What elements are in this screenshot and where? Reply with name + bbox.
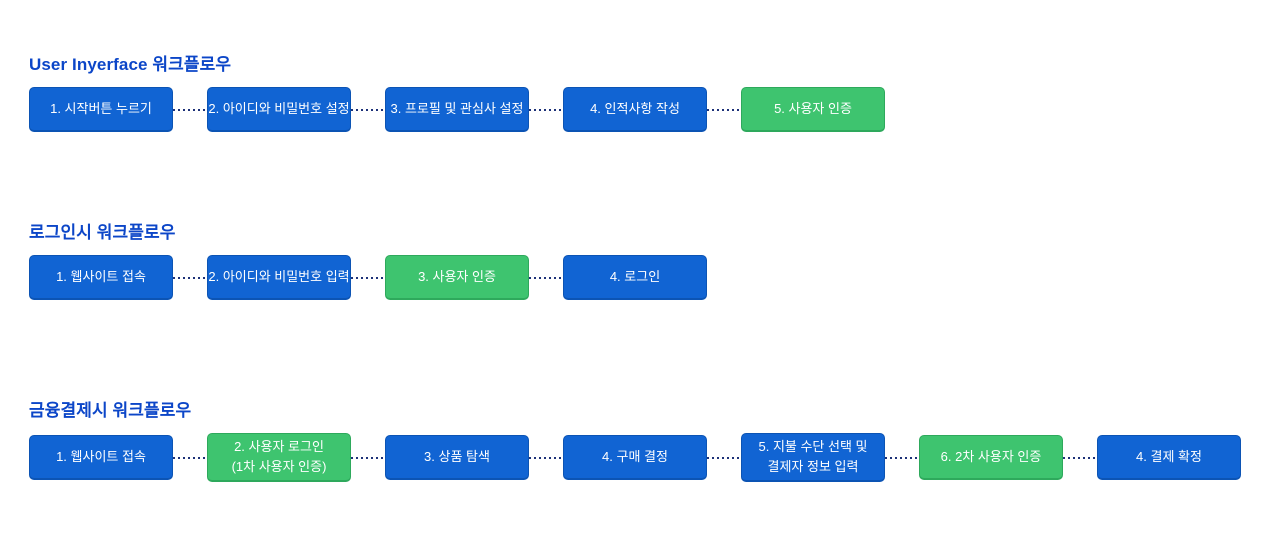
step-label: 6. 2차 사용자 인증 [940,449,1042,464]
dotted-connector-line [351,108,385,111]
workflow-row: 1. 웹사이트 접속 2. 아이디와 비밀번호 입력 3. 사용자 인증 4. 로그인 [29,255,707,300]
step-label: 1. 웹사이트 접속 [56,269,146,284]
step-label: 2. 아이디와 비밀번호 입력 [208,269,350,284]
dotted-connector-line [173,456,207,459]
workflow-step-box: 1. 웹사이트 접속 [29,435,173,480]
step-label: 3. 프로필 및 관심사 설정 [390,101,524,116]
dotted-connector-line [529,108,563,111]
workflow-title: 로그인시 워크플로우 [29,223,176,242]
step-label: 3. 사용자 인증 [418,269,496,284]
dotted-connector-line [529,276,563,279]
dotted-connector-line [173,276,207,279]
dotted-connector-line [707,456,741,459]
workflow-row: 1. 시작버튼 누르기 2. 아이디와 비밀번호 설정 3. 프로필 및 관심사 설… [29,87,885,132]
step-label: 4. 구매 결정 [602,449,668,464]
step-label: (1차 사용자 인증) [231,459,327,474]
step-label: 4. 인적사항 작성 [590,101,680,116]
workflow-step-box: 3. 프로필 및 관심사 설정 [385,87,529,132]
workflow-step-box: 4. 인적사항 작성 [563,87,707,132]
dotted-connector-line [707,108,741,111]
workflow-section: 금융결제시 워크플로우 1. 웹사이트 접속 2. 사용자 로그인 (1차 사용자 인… [29,400,1241,482]
workflow-row: 1. 웹사이트 접속 2. 사용자 로그인 (1차 사용자 인증) 3. 상품 탐색 4… [29,433,1241,482]
workflow-step-box: 6. 2차 사용자 인증 [919,435,1063,480]
step-label: 4. 결제 확정 [1136,449,1202,464]
workflow-step-box: 3. 상품 탐색 [385,435,529,480]
workflow-step-box: 3. 사용자 인증 [385,255,529,300]
workflow-section: 로그인시 워크플로우 1. 웹사이트 접속 2. 아이디와 비밀번호 입력 3. 사용… [29,222,707,300]
workflow-step-box: 2. 아이디와 비밀번호 설정 [207,87,351,132]
dotted-connector-line [529,456,563,459]
workflow-title: User Inyerface 워크플로우 [29,55,232,74]
workflow-step-box: 2. 아이디와 비밀번호 입력 [207,255,351,300]
workflow-step-box: 4. 로그인 [563,255,707,300]
step-label: 2. 아이디와 비밀번호 설정 [208,101,350,116]
dotted-connector-line [1063,456,1097,459]
dotted-connector-line [173,108,207,111]
workflow-section: User Inyerface 워크플로우 1. 시작버튼 누르기 2. 아이디와 비… [29,54,885,132]
step-label: 5. 지불 수단 선택 및 [758,439,868,454]
step-label: 5. 사용자 인증 [774,101,852,116]
workflow-step-box: 2. 사용자 로그인 (1차 사용자 인증) [207,433,351,482]
workflow-step-box: 4. 결제 확정 [1097,435,1241,480]
step-label: 4. 로그인 [609,269,661,284]
step-label: 결제자 정보 입력 [767,459,859,474]
dotted-connector-line [885,456,919,459]
dotted-connector-line [351,456,385,459]
workflow-step-box: 4. 구매 결정 [563,435,707,480]
workflow-step-box: 5. 사용자 인증 [741,87,885,132]
workflow-step-box: 1. 시작버튼 누르기 [29,87,173,132]
step-label: 1. 시작버튼 누르기 [50,101,152,116]
step-label: 2. 사용자 로그인 [234,439,324,454]
step-label: 1. 웹사이트 접속 [56,449,146,464]
step-label: 3. 상품 탐색 [424,449,490,464]
workflow-step-box: 1. 웹사이트 접속 [29,255,173,300]
workflow-title: 금융결제시 워크플로우 [29,401,192,420]
dotted-connector-line [351,276,385,279]
